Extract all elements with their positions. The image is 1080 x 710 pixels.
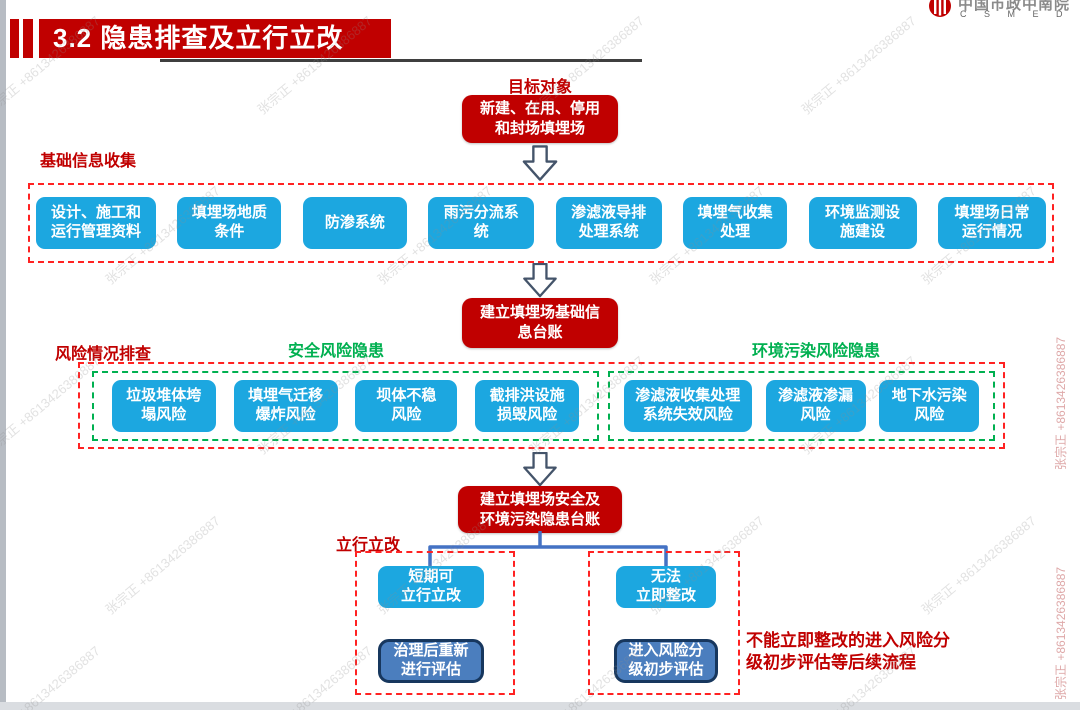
info-box: 渗滤液导排 处理系统 (555, 197, 662, 249)
branch-right-top-box: 无法 立即整改 (616, 566, 716, 608)
target-box: 新建、在用、停用 和封场填埋场 (462, 95, 618, 143)
title-underline (160, 59, 642, 62)
watermark-text: 张宗正 +8613426386887 (0, 643, 103, 710)
watermark-text: 张宗正 +8613426386887 (918, 513, 1039, 618)
safety-risk-group: 垃圾堆体垮 塌风险 填埋气迁移 爆炸风险 坝体不稳 风险 截排洪设施 损毁风险 (92, 371, 599, 441)
watermark-text: 张宗正 +8613426386887 (798, 13, 919, 118)
risk-box: 坝体不稳 风险 (355, 380, 458, 432)
risk-check-label: 风险情况排查 (55, 346, 152, 363)
page-title: 3.2 隐患排查及立行立改 (39, 19, 391, 58)
logo-en-text: C S M E D I (960, 9, 1080, 19)
watermark-text: 张宗正 +8613426386887 (1054, 566, 1068, 700)
branch-connector (428, 531, 668, 571)
info-box: 环境监测设 施建设 (808, 197, 917, 249)
risk-box: 地下水污染 风险 (879, 380, 980, 432)
info-collection-row: 设计、施工和 运行管理资料 填埋场地质 条件 防渗系统 雨污分流系 统 渗滤液导… (36, 196, 1046, 250)
down-arrow-icon (523, 452, 557, 487)
title-accent-bar (23, 19, 33, 58)
info-box: 雨污分流系 统 (428, 197, 535, 249)
env-risk-label: 环境污染风险隐患 (751, 343, 880, 360)
title-accent-bar (10, 19, 19, 58)
company-logo: 中国市政中南院 C S M E D I (926, 0, 1080, 25)
env-risk-group: 渗滤液收集处理 系统失效风险 渗滤液渗漏 风险 地下水污染 风险 (608, 371, 995, 441)
window-bottom-edge (0, 702, 1080, 710)
info-box: 防渗系统 (302, 197, 407, 249)
ledger1-box: 建立填埋场基础信 息台账 (462, 298, 618, 348)
target-label: 目标对象 (507, 79, 572, 96)
info-collection-label: 基础信息收集 (40, 153, 137, 170)
risk-check-group (78, 362, 1005, 449)
down-arrow-icon (523, 263, 557, 298)
risk-box: 渗滤液收集处理 系统失效风险 (623, 380, 752, 432)
risk-box: 填埋气迁移 爆炸风险 (233, 380, 338, 432)
rectify-label: 立行立改 (336, 537, 401, 554)
ledger2-box: 建立填埋场安全及 环境污染隐患台账 (458, 486, 622, 533)
branch-right-group (588, 551, 740, 695)
watermark-text: 张宗正 +8613426386887 (102, 513, 223, 618)
risk-box: 截排洪设施 损毁风险 (475, 380, 580, 432)
safety-risk-label: 安全风险隐患 (287, 343, 384, 360)
logo-emblem-icon (929, 0, 951, 17)
info-box: 填埋场日常 运行情况 (937, 197, 1046, 249)
info-box: 填埋场地质 条件 (177, 197, 282, 249)
info-collection-group (28, 183, 1054, 263)
risk-box: 渗滤液渗漏 风险 (765, 380, 866, 432)
branch-left-group (355, 551, 515, 695)
logo-cn-text: 中国市政中南院 (958, 0, 1071, 13)
branch-right-bottom-box: 进入风险分 级初步评估 (614, 639, 718, 683)
branch-left-bottom-box: 治理后重新 进行评估 (378, 639, 484, 683)
info-box: 设计、施工和 运行管理资料 (36, 197, 156, 249)
window-left-edge (0, 0, 6, 710)
branch-left-top-box: 短期可 立行立改 (378, 566, 484, 608)
down-arrow-icon (522, 145, 558, 181)
note-text: 不能立即整改的进入风险分 级初步评估等后续流程 (746, 631, 950, 673)
info-box: 填埋气收集 处理 (683, 197, 788, 249)
watermark-text: 张宗正 +8613426386887 (1054, 336, 1068, 470)
risk-box: 垃圾堆体垮 塌风险 (111, 380, 216, 432)
